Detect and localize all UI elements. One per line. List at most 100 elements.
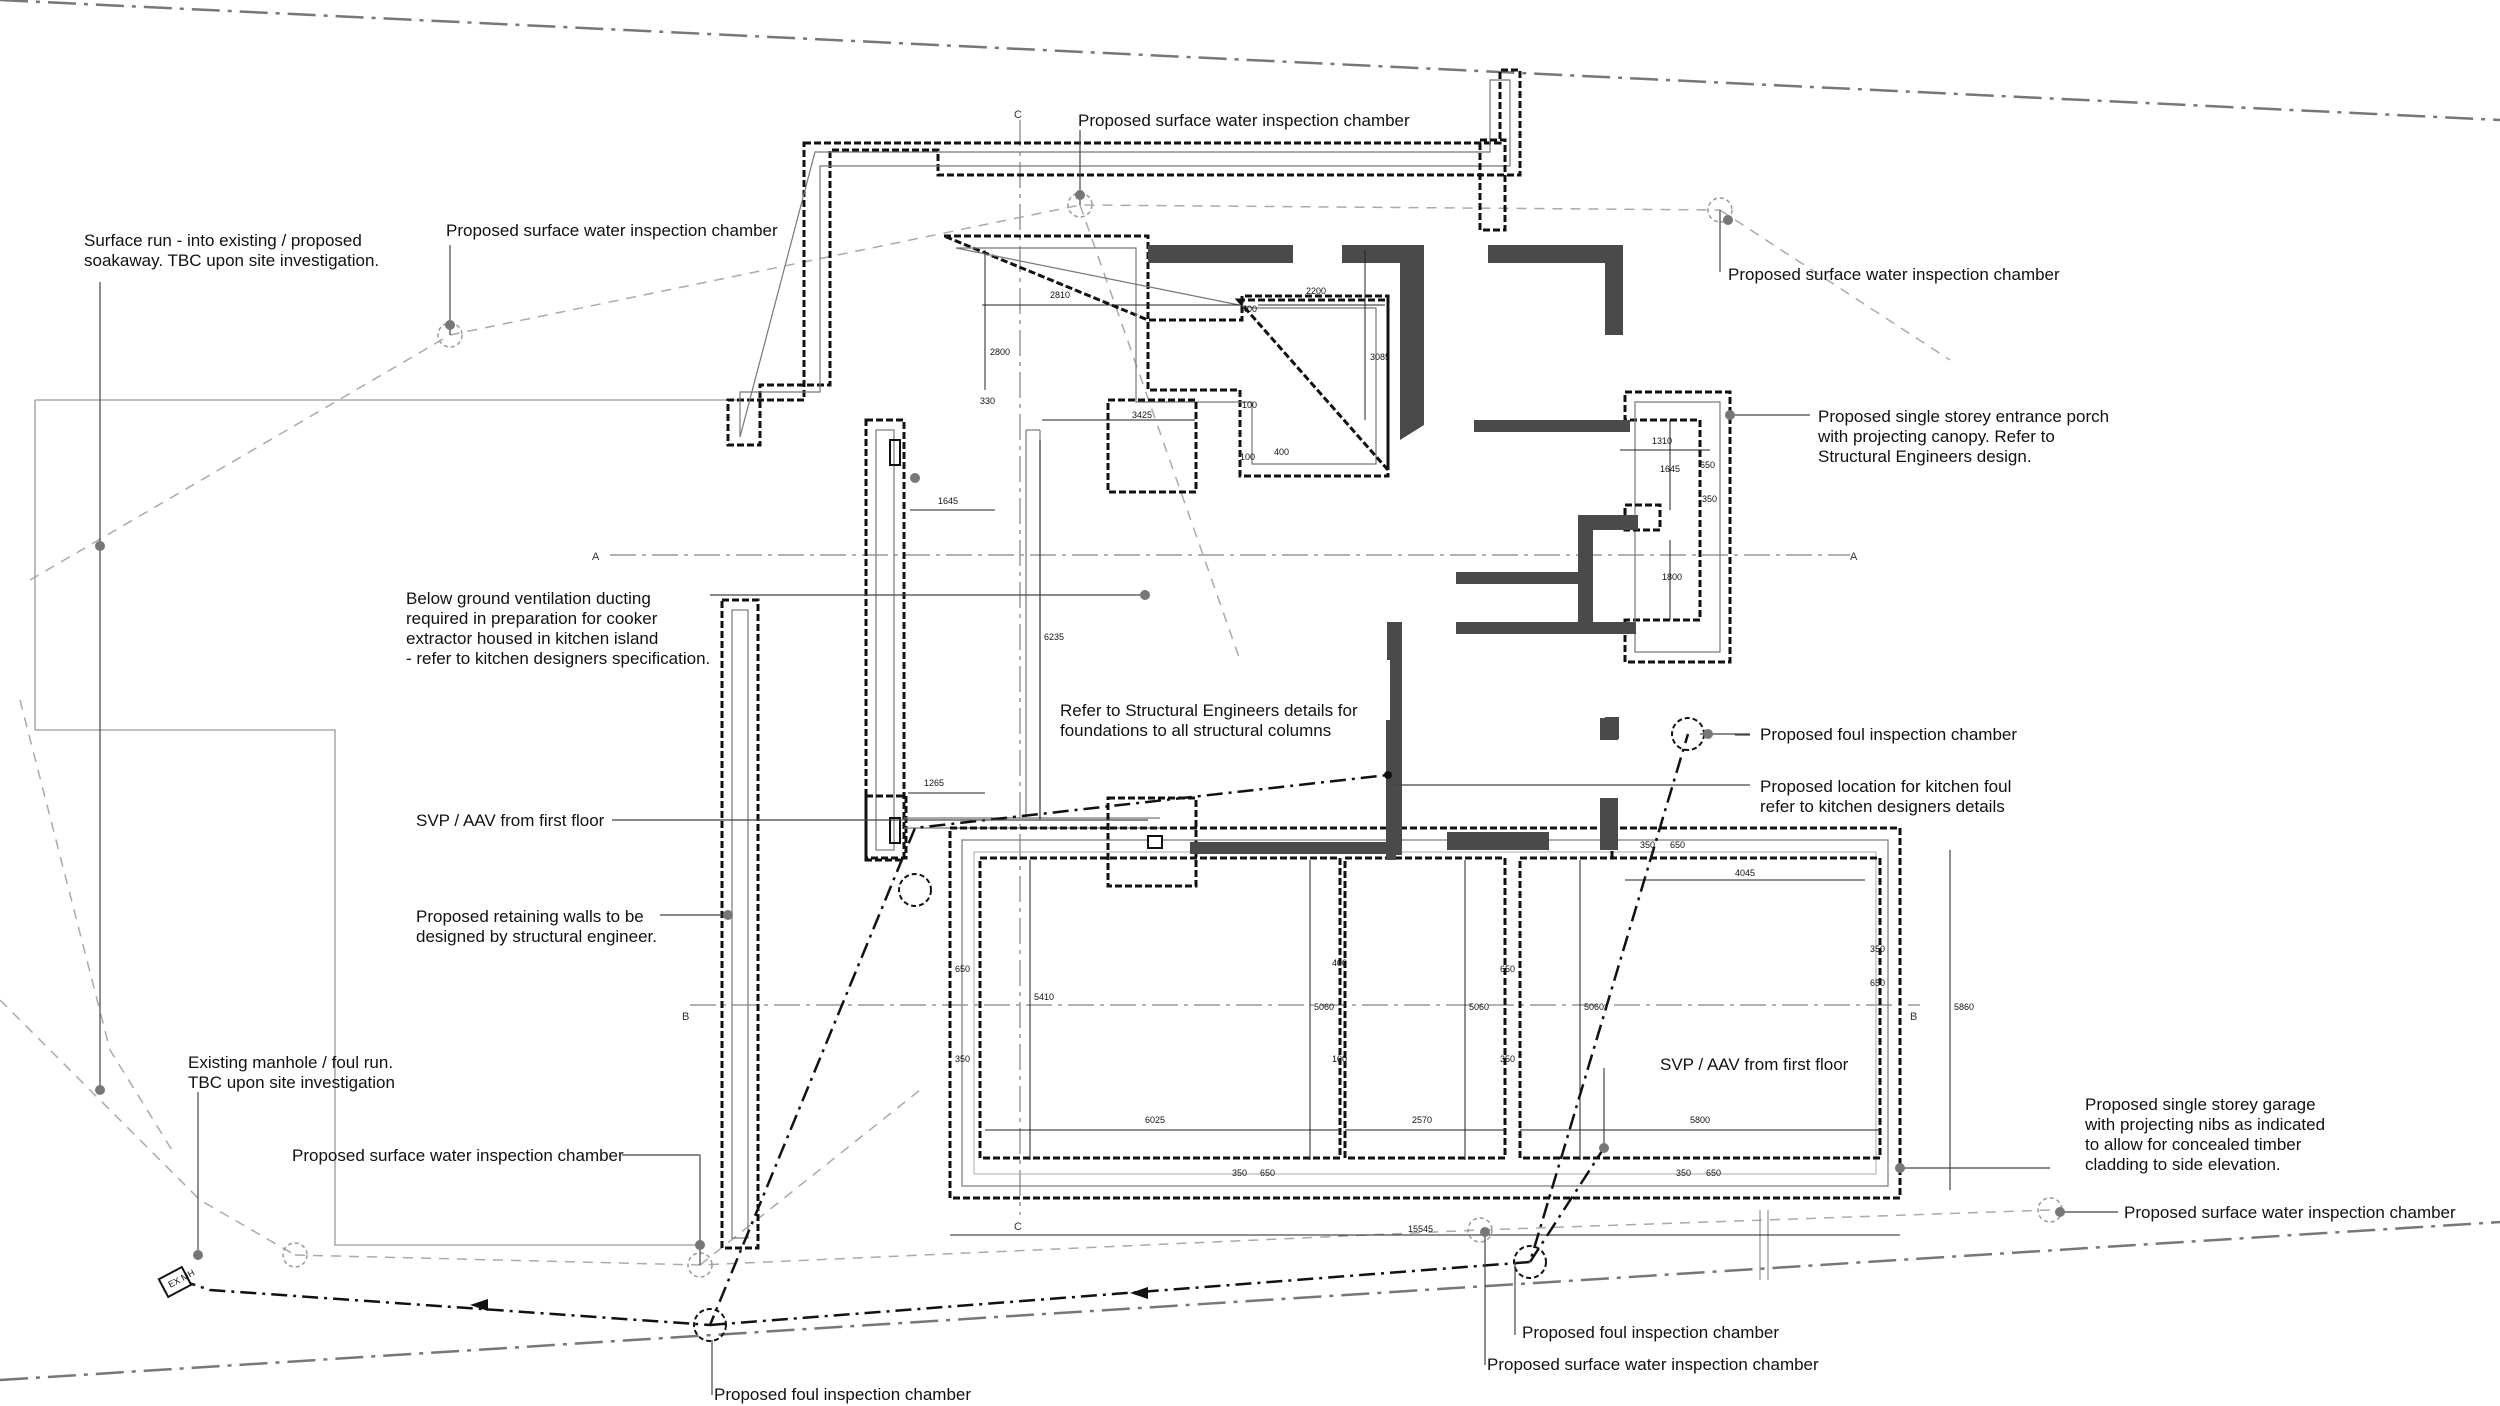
label-porch-2: with projecting canopy. Refer to [1817, 427, 2055, 446]
dim-5060-a: 5060 [1314, 1002, 1334, 1012]
label-foul-bottom-mid: Proposed foul inspection chamber [1522, 1323, 1779, 1342]
west-foundation-spine [864, 418, 908, 862]
dim-6025: 6025 [1145, 1115, 1165, 1125]
dim-1645-b: 1645 [1660, 464, 1680, 474]
dim-4045: 4045 [1735, 868, 1755, 878]
internal-foundations [904, 429, 1160, 829]
label-sw-top: Proposed surface water inspection chambe… [1078, 111, 1410, 130]
dim-350-c: 350 [1500, 1054, 1515, 1064]
dim-350-a: 350 [1702, 494, 1717, 504]
surface-water-run [1079, 204, 1241, 661]
surface-water-run [19, 699, 176, 1156]
flow-arrow [1130, 1287, 1148, 1299]
dim-1645: 1645 [938, 496, 958, 506]
dim-650-g: 650 [1670, 840, 1685, 850]
surface-water-run [294, 1209, 2051, 1266]
label-struct-1: Refer to Structural Engineers details fo… [1060, 701, 1358, 720]
dim-350-b: 350 [955, 1054, 970, 1064]
label-kitchen-foul-1: Proposed location for kitchen foul [1760, 777, 2011, 796]
dim-2200: 2200 [1306, 286, 1326, 296]
structural-walls [1148, 245, 1638, 860]
kitchen-island-pad [1106, 398, 1198, 494]
dim-400-a: 400 [1242, 304, 1257, 314]
foul-chamber-svp [898, 873, 932, 907]
dim-650-e: 650 [1260, 1168, 1275, 1178]
kitchen-foundation [943, 234, 1390, 478]
section-marker-a-left: A [592, 551, 600, 563]
dim-15545: 15545 [1408, 1224, 1433, 1234]
label-porch-1: Proposed single storey entrance porch [1818, 407, 2109, 426]
dim-2800: 2800 [990, 347, 1010, 357]
label-sw-left-top: Proposed surface water inspection chambe… [446, 221, 778, 240]
dim-650-b: 650 [955, 964, 970, 974]
dim-5060-b: 5060 [1469, 1002, 1489, 1012]
dim-650-d: 650 [1870, 978, 1885, 988]
dim-2570: 2570 [1412, 1115, 1432, 1125]
retaining-wall-ne [1478, 138, 1507, 232]
dim-3425: 3425 [1132, 410, 1152, 420]
section-marker-a-right: A [1850, 551, 1858, 563]
section-marker-b-left: B [682, 1011, 689, 1023]
label-sw-bottom-mid: Proposed surface water inspection chambe… [1487, 1355, 1819, 1374]
dim-650-a: 650 [1700, 460, 1715, 470]
dim-3085: 3085 [1370, 352, 1390, 362]
dim-5060-c: 5060 [1584, 1002, 1604, 1012]
annotations: Proposed surface water inspection chambe… [84, 111, 2456, 1404]
label-garage-3: to allow for concealed timber [2085, 1135, 2302, 1154]
label-vent-3: extractor housed in kitchen island [406, 629, 658, 648]
dim-350-g: 350 [1640, 840, 1655, 850]
surface-water-run [699, 1089, 921, 1266]
dim-1800: 1800 [1662, 572, 1682, 582]
svp-marker [1147, 835, 1163, 849]
label-svp-right: SVP / AAV from first floor [1660, 1055, 1849, 1074]
surface-water-run [1719, 209, 1951, 361]
label-surface-run-1: Surface run - into existing / proposed [84, 231, 362, 250]
label-retaining-2: designed by structural engineer. [416, 927, 657, 946]
label-manhole-2: TBC upon site investigation [188, 1073, 395, 1092]
label-vent-1: Below ground ventilation ducting [406, 589, 651, 608]
dim-350-d: 350 [1870, 944, 1885, 954]
label-vent-2: required in preparation for cooker [406, 609, 658, 628]
foul-chamber-bottom-left [693, 1308, 727, 1342]
garage-foundation [948, 826, 1902, 1200]
leader-lines [99, 130, 2118, 1395]
label-vent-4: - refer to kitchen designers specificati… [406, 649, 710, 668]
leader-dots [95, 190, 2065, 1260]
label-retaining-1: Proposed retaining walls to be [416, 907, 644, 926]
label-garage-4: cladding to side elevation. [2085, 1155, 2281, 1174]
column-pad [1605, 717, 1619, 739]
dim-100-a: 100 [1242, 400, 1257, 410]
surface-water-run [0, 999, 296, 1256]
dim-650-f: 650 [1706, 1168, 1721, 1178]
column-marker [889, 439, 901, 466]
label-surface-run-2: soakaway. TBC upon site investigation. [84, 251, 379, 270]
dim-1310: 1310 [1652, 436, 1672, 446]
label-manhole-1: Existing manhole / foul run. [188, 1053, 393, 1072]
section-marker-c-bottom: C [1014, 1221, 1022, 1233]
dim-350-f: 350 [1676, 1168, 1691, 1178]
sw-chamber-bottom-mid [1467, 1217, 1493, 1243]
flow-arrow [470, 1299, 488, 1311]
surface-water-run [29, 204, 1721, 581]
dim-5800: 5800 [1690, 1115, 1710, 1125]
dim-1265: 1265 [924, 778, 944, 788]
dim-6235: 6235 [1044, 632, 1064, 642]
sw-chamber-bottom-far-left [282, 1242, 308, 1268]
foul-drain-run [709, 733, 1690, 1327]
section-marker-b-right: B [1910, 1011, 1917, 1023]
label-foul-right: Proposed foul inspection chamber [1760, 725, 2017, 744]
foul-drain-run [1528, 1147, 1606, 1263]
existing-outline [34, 400, 700, 1246]
dim-350-e: 350 [1232, 1168, 1247, 1178]
dimension-lines [908, 250, 1951, 1236]
dimension-text: 2810 2200 2800 3085 330 3425 100 400 164… [924, 286, 1974, 1234]
label-sw-bottom-right: Proposed surface water inspection chambe… [2124, 1203, 2456, 1222]
retaining-wall-west [720, 598, 760, 1250]
existing-manhole: EX MH [157, 1265, 196, 1299]
label-porch-3: Structural Engineers design. [1818, 447, 2032, 466]
label-struct-2: foundations to all structural columns [1060, 721, 1331, 740]
retaining-wall-north [726, 68, 1522, 447]
dim-330: 330 [980, 396, 995, 406]
porch-foundation [1623, 390, 1732, 664]
